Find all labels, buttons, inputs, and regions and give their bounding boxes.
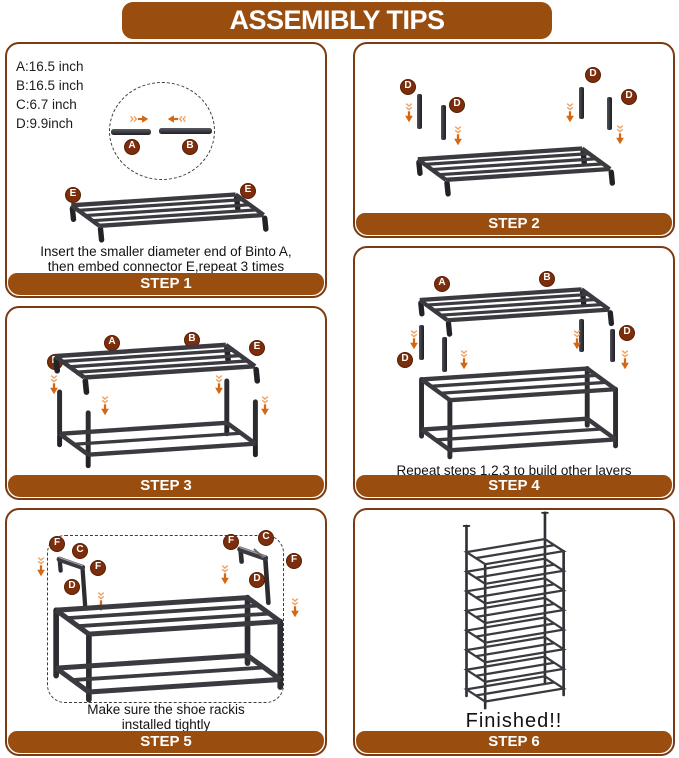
pole-d-illustration (579, 319, 584, 352)
part-badge-d: D (64, 579, 80, 595)
part-badge-d: D (449, 97, 465, 113)
measurement-c: C:6.7 inch (16, 97, 77, 112)
step-caption: Insert the smaller diameter end of Binto… (9, 244, 323, 275)
measurement-b: B:16.5 inch (16, 78, 84, 93)
down-arrow-icon (565, 102, 575, 123)
page-title: ASSEMIBLY TIPS (122, 2, 552, 39)
panel-step-5: F C F D F C F D Make sure the shoe racki… (5, 508, 327, 756)
part-badge-d: D (400, 79, 416, 95)
part-badge-c: C (258, 530, 274, 546)
pole-d-illustration (419, 325, 424, 360)
two-tier-rack-illustration (36, 590, 313, 716)
pole-d-illustration (441, 105, 446, 140)
base-frame-with-posts-illustration (42, 370, 284, 480)
part-badge-d: D (621, 89, 637, 105)
step-caption: Make sure the shoe rackis installed tigh… (9, 702, 323, 733)
step-2-bar: STEP 2 (356, 213, 672, 235)
step-1-bar: STEP 1 (8, 273, 324, 295)
part-badge-d: D (585, 67, 601, 83)
caption-line: Make sure the shoe rackis (87, 702, 245, 717)
down-arrow-icon (409, 329, 419, 350)
down-arrow-icon (572, 329, 582, 350)
step-5-bar: STEP 5 (8, 731, 324, 753)
zoom-detail-circle (109, 82, 215, 180)
part-badge-d: D (397, 352, 413, 368)
right-arrow-icon (129, 114, 149, 124)
shelf-frame-illustration (402, 283, 627, 349)
down-arrow-icon (36, 556, 46, 577)
pole-d-illustration (610, 329, 615, 362)
pole-d-illustration (417, 94, 422, 129)
part-badge-f: F (286, 553, 302, 569)
eight-tier-rack-illustration (462, 511, 565, 710)
two-tier-rack-illustration (404, 362, 644, 471)
pole-d-illustration (607, 97, 612, 130)
finished-caption: Finished!! (465, 710, 563, 732)
caption-line: Insert the smaller diameter end of Binto… (40, 244, 292, 259)
part-badge-e: E (240, 183, 256, 199)
measurement-a: A:16.5 inch (16, 59, 84, 74)
part-badge-f: F (90, 560, 106, 576)
tube-a-illustration (111, 129, 151, 135)
caption-line: installed tightly (121, 716, 211, 732)
down-arrow-icon (404, 102, 414, 123)
step-3-bar: STEP 3 (8, 475, 324, 497)
panel-step-6: Finished!! STEP 6 (353, 508, 675, 756)
part-badge-e: E (65, 187, 81, 203)
part-badge-c: C (72, 543, 88, 559)
part-badge-a: A (124, 139, 140, 155)
down-arrow-icon (220, 564, 230, 585)
part-badge-b: B (539, 271, 555, 287)
shelf-frame-illustration (400, 142, 628, 209)
caption-line: Repeat steps 1,2,3 to build other layers (396, 463, 632, 478)
part-badge-a: A (434, 276, 450, 292)
part-badge-f: F (49, 536, 65, 552)
panel-step-1: A:16.5 inch B:16.5 inch C:6.7 inch D:9.9… (5, 42, 327, 298)
part-badge-b: B (182, 139, 198, 155)
step-4-bar: STEP 4 (356, 475, 672, 497)
pole-d-illustration (579, 87, 584, 119)
dashed-assembly-outline (47, 535, 284, 703)
step-caption: Repeat steps 1,2,3 to build other layers (357, 463, 671, 479)
part-badge-d: D (249, 572, 265, 588)
part-badge-e: E (249, 340, 265, 356)
part-badge-d: D (619, 325, 635, 341)
left-arrow-icon (167, 114, 187, 124)
tube-b-illustration (159, 127, 212, 134)
measurement-list: A:16.5 inch B:16.5 inch C:6.7 inch D:9.9… (16, 57, 84, 133)
step-6-bar: STEP 6 (356, 731, 672, 753)
caption-line: then embed connector E,repeat 3 times (47, 258, 285, 274)
panel-step-3: A B E E STEP 3 (5, 306, 327, 500)
panel-step-2: D D D D STEP 2 (353, 42, 675, 238)
measurement-d: D:9.9inch (16, 116, 74, 131)
panel-step-4: A B D D Repeat steps 1,2,3 to build othe… (353, 246, 675, 500)
pole-d-illustration (442, 337, 447, 372)
part-badge-f: F (223, 534, 239, 550)
